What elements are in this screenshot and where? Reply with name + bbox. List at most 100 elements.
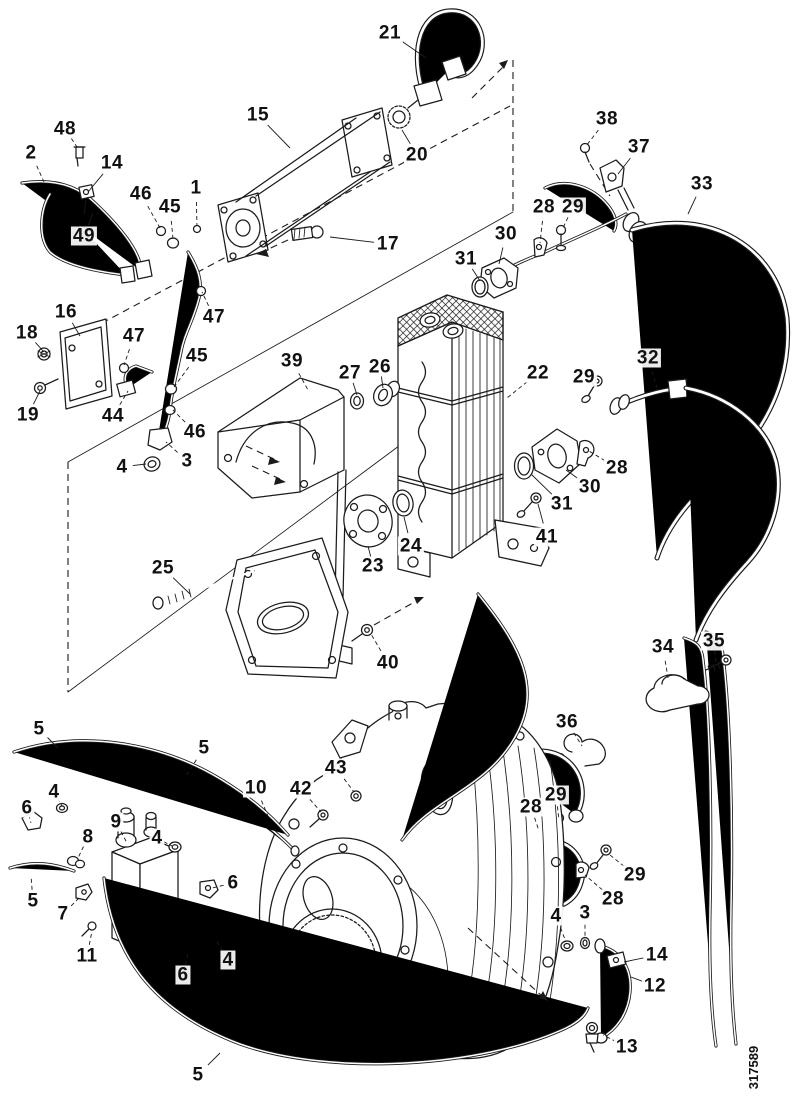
rod-25 [152, 570, 255, 610]
plate-16 [59, 318, 113, 410]
callout-6: 6 [19, 797, 35, 819]
callout-49: 49 [70, 225, 98, 247]
callout-28: 28 [599, 888, 627, 910]
callout-4: 4 [149, 827, 165, 849]
clamp-28-lower [576, 439, 595, 467]
bolt-29-c [589, 844, 612, 870]
callout-47: 47 [120, 325, 148, 347]
callout-5: 5 [31, 718, 47, 740]
callout-14: 14 [98, 152, 126, 174]
callout-5: 5 [190, 1064, 206, 1086]
flange-30-31-lower [513, 428, 582, 484]
callout-41: 41 [533, 526, 561, 548]
callout-12: 12 [641, 975, 669, 997]
callout-29: 29 [570, 366, 598, 388]
callout-7: 7 [55, 903, 71, 925]
callout-4: 4 [114, 456, 130, 478]
hose-33 [632, 223, 788, 558]
callout-8: 8 [80, 826, 96, 848]
drawing-number: 317589 [746, 1045, 762, 1090]
callout-48: 48 [51, 118, 79, 140]
plate-25-40 [225, 537, 349, 679]
callout-38: 38 [593, 108, 621, 130]
clamp-28-c [575, 861, 590, 879]
callout-34: 34 [649, 636, 677, 658]
callout-19: 19 [14, 404, 42, 426]
bolt-40 [351, 597, 424, 642]
bolt-41 [516, 492, 542, 518]
bolt-42 [309, 809, 329, 828]
callout-30: 30 [492, 223, 520, 245]
callout-29: 29 [621, 864, 649, 886]
callout-39: 39 [278, 350, 306, 372]
pipe-12 [467, 927, 632, 1053]
callout-16: 16 [52, 301, 80, 323]
callout-27: 27 [336, 362, 364, 384]
callout-11: 11 [74, 945, 100, 967]
hoses-5 [8, 592, 590, 1066]
callout-17: 17 [374, 233, 402, 255]
bolt-19 [33, 378, 59, 395]
callout-46: 46 [127, 183, 155, 205]
nut-18 [37, 347, 51, 361]
callout-47: 47 [200, 306, 228, 328]
cylinder-15 [217, 107, 393, 263]
callout-31: 31 [548, 493, 576, 515]
callout-45: 45 [156, 196, 184, 218]
callout-29: 29 [542, 784, 570, 806]
bolt-38 [579, 142, 611, 197]
bolt-29-upper [555, 224, 567, 252]
boundary-lines [67, 60, 514, 693]
callout-2: 2 [23, 142, 39, 164]
callout-21: 21 [376, 22, 404, 44]
flange-23-24 [343, 489, 414, 548]
callout-13: 13 [613, 1036, 641, 1058]
callout-4: 4 [220, 949, 236, 971]
callout-46: 46 [181, 421, 209, 443]
bolt-48 [73, 146, 86, 167]
fitting-20 [387, 99, 419, 129]
callout-4: 4 [46, 781, 62, 803]
callout-24: 24 [397, 535, 425, 557]
hose-21 [413, 11, 482, 107]
callout-28: 28 [517, 796, 545, 818]
fitting-26-27 [349, 380, 401, 410]
callout-26: 26 [366, 356, 394, 378]
bolt-17 [290, 225, 324, 241]
callout-3: 3 [179, 450, 195, 472]
callout-32: 32 [634, 347, 662, 369]
callout-31: 31 [452, 248, 480, 270]
callout-10: 10 [242, 777, 270, 799]
callout-6: 6 [225, 872, 241, 894]
hose-32 [609, 378, 778, 640]
callout-42: 42 [287, 778, 315, 800]
callout-40: 40 [374, 652, 402, 674]
callout-29: 29 [559, 196, 587, 218]
callout-25: 25 [149, 557, 177, 579]
callout-5: 5 [25, 890, 41, 912]
callout-18: 18 [13, 322, 41, 344]
callout-30: 30 [576, 476, 604, 498]
callout-22: 22 [524, 362, 552, 384]
callout-33: 33 [688, 173, 716, 195]
callout-28: 28 [530, 196, 558, 218]
callout-36: 36 [553, 711, 581, 733]
pipes-right [682, 630, 738, 1048]
callout-1: 1 [188, 177, 204, 199]
callout-23: 23 [359, 555, 387, 577]
callout-3: 3 [577, 902, 593, 924]
clamp-34 [645, 674, 710, 713]
callout-43: 43 [322, 757, 350, 779]
callout-14: 14 [643, 944, 671, 966]
bolt-35 [705, 654, 732, 674]
callout-5: 5 [196, 737, 212, 759]
callout-35: 35 [700, 630, 728, 652]
callout-45: 45 [183, 345, 211, 367]
clamp-28-upper [533, 237, 548, 258]
callout-6: 6 [175, 964, 191, 986]
callout-20: 20 [403, 144, 431, 166]
callout-28: 28 [603, 457, 631, 479]
callout-15: 15 [244, 104, 272, 126]
